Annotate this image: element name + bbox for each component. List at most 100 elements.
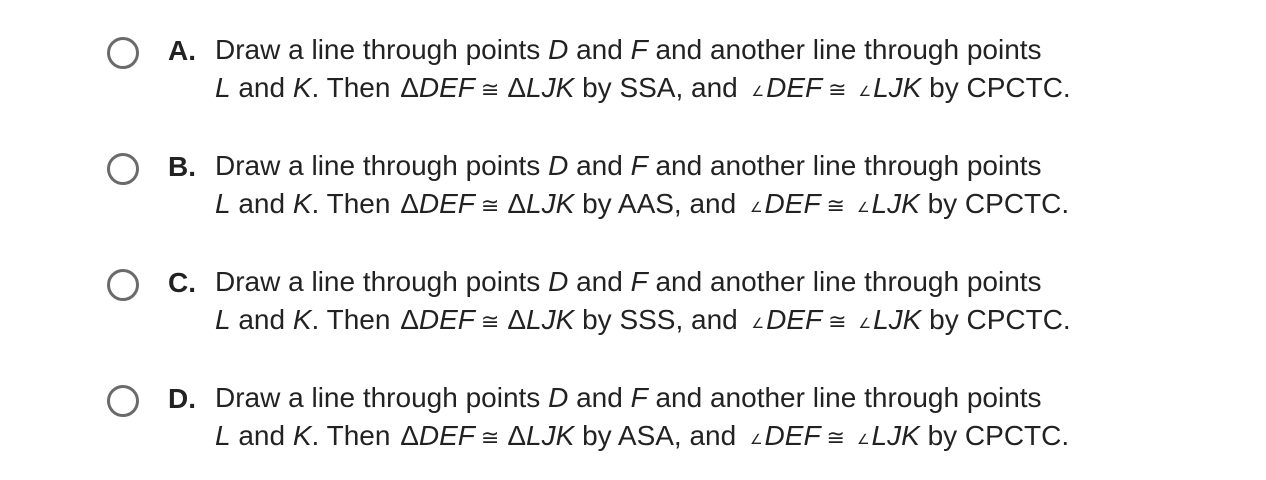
text-segment: and [238,188,286,219]
option-text-line-2: L and K. Then ΔDEF≅ΔLJK by ASA, and ∠DEF… [215,417,1215,458]
text-segment: and another line through points [655,150,1042,181]
congruent-symbol: ≅ [480,425,500,450]
congruent-symbol: ≅ [828,77,847,102]
triangle-def: DEF [418,72,475,103]
text-segment: by CPCTC. [929,72,1071,103]
text-segment: by [582,420,612,451]
congruent-symbol: ≅ [480,193,500,218]
point-k: K [292,420,312,451]
point-d: D [548,150,569,181]
radio-circle-icon[interactable] [107,37,139,69]
congruence-criterion: SSA [619,72,676,103]
triangle-symbol: Δ [507,188,527,219]
angle-ljk: LJK [871,420,920,451]
text-segment: , and [675,304,738,335]
radio-circle-icon[interactable] [107,153,139,185]
text-segment: and another line through points [655,266,1042,297]
triangle-ljk: LJK [526,188,575,219]
triangle-symbol: Δ [507,420,527,451]
point-k: K [292,304,312,335]
option-letter: A. [168,35,196,66]
point-f: F [630,382,648,413]
radio-circle-icon[interactable] [107,269,139,301]
text-segment: and [576,382,623,413]
option-text: Draw a line through points D and F and a… [215,263,1215,342]
angle-ljk: LJK [873,304,922,335]
angle-def: DEF [766,304,823,335]
angle-symbol: ∠ [856,199,870,215]
option-text-line-2: L and K. Then ΔDEF≅ΔLJK by SSA, and ∠DEF… [215,69,1215,110]
point-f: F [630,150,648,181]
radio-circle-icon[interactable] [107,385,139,417]
angle-ljk: LJK [871,188,920,219]
text-segment: , and [673,188,737,219]
text-segment: and [576,266,623,297]
text-segment: by CPCTC. [927,420,1070,451]
text-segment: and [576,34,623,65]
text-segment: , and [673,420,737,451]
congruent-symbol: ≅ [828,309,847,334]
option-text-line-1: Draw a line through points D and F and a… [215,147,1215,185]
congruent-symbol: ≅ [480,77,500,102]
point-l: L [215,420,231,451]
point-k: K [292,72,312,103]
text-segment: by CPCTC. [927,188,1070,219]
option-letter: D. [168,383,196,414]
triangle-def: DEF [418,188,475,219]
angle-symbol: ∠ [751,83,765,99]
text-segment: and another line through points [655,382,1042,413]
triangle-ljk: LJK [526,72,575,103]
text-segment: and [576,150,623,181]
triangle-ljk: LJK [526,304,575,335]
triangle-ljk: LJK [526,420,575,451]
point-f: F [630,266,648,297]
triangle-symbol: Δ [507,72,527,103]
point-k: K [292,188,312,219]
option-b[interactable]: B. Draw a line through points D and F an… [0,147,1266,247]
triangle-symbol: Δ [400,304,419,335]
angle-def: DEF [764,420,821,451]
text-segment: and [238,420,286,451]
congruent-symbol: ≅ [826,425,845,450]
angle-symbol: ∠ [858,315,872,331]
text-segment: and [238,72,286,103]
option-text-line-2: L and K. Then ΔDEF≅ΔLJK by AAS, and ∠DEF… [215,185,1215,226]
point-l: L [215,188,231,219]
text-segment: Draw a line through points [215,34,541,65]
text-segment: by [582,188,612,219]
option-letter: C. [168,267,196,298]
text-segment: . Then [311,72,391,103]
point-d: D [548,266,569,297]
triangle-symbol: Δ [400,420,419,451]
congruence-criterion: ASA [617,420,674,451]
congruence-criterion: SSS [619,304,676,335]
option-text-line-1: Draw a line through points D and F and a… [215,379,1215,417]
option-c[interactable]: C. Draw a line through points D and F an… [0,263,1266,363]
angle-symbol: ∠ [751,315,765,331]
angle-def: DEF [766,72,823,103]
option-text-line-1: Draw a line through points D and F and a… [215,263,1215,301]
angle-ljk: LJK [873,72,922,103]
congruent-symbol: ≅ [826,193,845,218]
angle-symbol: ∠ [749,431,763,447]
triangle-symbol: Δ [507,304,527,335]
triangle-def: DEF [418,420,475,451]
point-l: L [215,72,231,103]
text-segment: . Then [311,304,391,335]
point-d: D [548,382,569,413]
point-l: L [215,304,231,335]
triangle-symbol: Δ [400,72,419,103]
text-segment: . Then [311,420,391,451]
triangle-symbol: Δ [400,188,419,219]
text-segment: , and [675,72,738,103]
text-segment: Draw a line through points [215,150,541,181]
option-a[interactable]: A. Draw a line through points D and F an… [0,31,1266,131]
text-segment: and [238,304,286,335]
angle-symbol: ∠ [856,431,870,447]
text-segment: and another line through points [655,34,1042,65]
option-text: Draw a line through points D and F and a… [215,147,1215,226]
angle-symbol: ∠ [749,199,763,215]
option-text: Draw a line through points D and F and a… [215,31,1215,110]
option-d[interactable]: D. Draw a line through points D and F an… [0,379,1266,479]
